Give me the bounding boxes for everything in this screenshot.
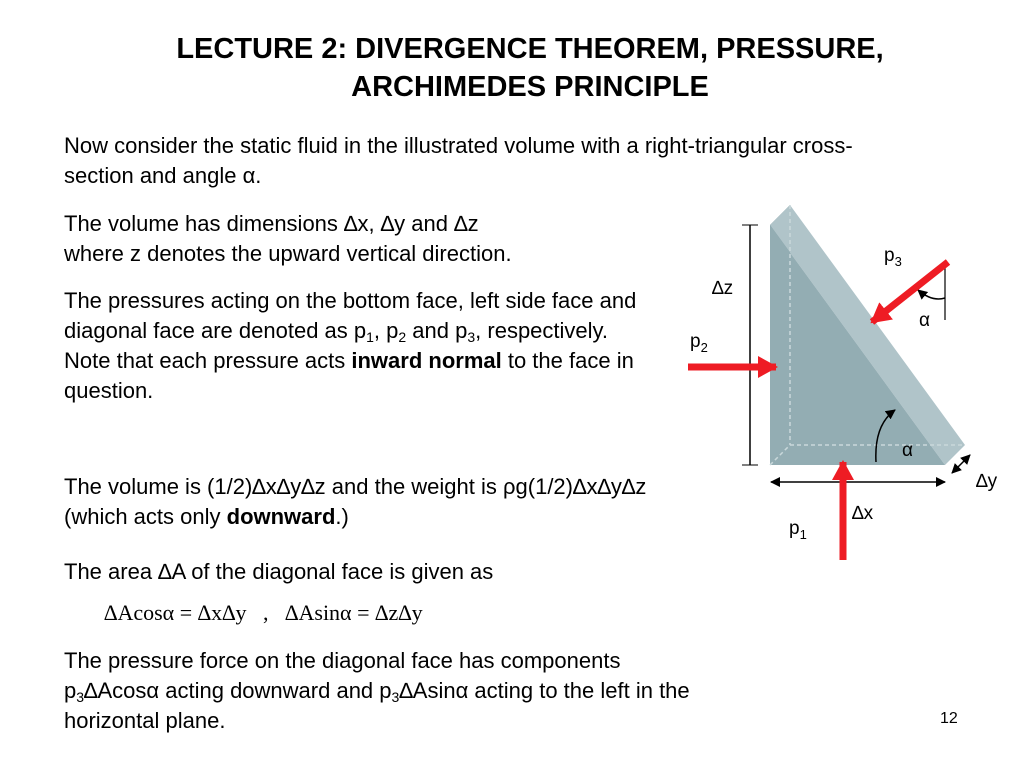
- force-text-a: The pressure force on the diagonal face …: [64, 648, 621, 703]
- alpha-bottom-label: α: [902, 440, 913, 461]
- area-paragraph: The area ∆A of the diagonal face is give…: [64, 559, 494, 584]
- dy-dimension-line: [951, 454, 971, 474]
- pressures-sub-3: 3: [467, 329, 476, 345]
- p3-label: p3: [884, 245, 902, 269]
- force-text-c: ∆Asinα acting to the left in the horizon…: [64, 678, 690, 733]
- volume-text-a: The volume is (1/2)∆x∆y∆z and the weight…: [64, 474, 647, 529]
- p2-label: p2: [690, 331, 708, 355]
- title-line-2: ARCHIMEDES PRINCIPLE: [351, 71, 709, 103]
- alpha-top-label: α: [919, 310, 930, 331]
- pressures-text-b: , p: [373, 318, 399, 343]
- dimensions-line-1: The volume has dimensions ∆x, ∆y and ∆z: [64, 211, 479, 236]
- pressures-text-a: The pressures acting on the bottom face,…: [64, 288, 637, 343]
- formula-cos: ∆Acosα = ∆x∆y: [104, 600, 247, 625]
- formula-separator: ,: [246, 600, 286, 625]
- p3-label-sub: 3: [895, 254, 902, 269]
- dy-label: ∆y: [976, 471, 998, 492]
- pressures-sub-1: 1: [366, 329, 374, 345]
- pressures-sub-2: 2: [398, 329, 407, 345]
- force-sub-2: 3: [391, 689, 400, 705]
- volume-paragraph: The volume is (1/2)∆x∆y∆z and the weight…: [64, 472, 654, 532]
- area-formula: ∆Acosα = ∆x∆y , ∆Asinα = ∆z∆y: [104, 598, 423, 628]
- p2-label-sub: 2: [701, 340, 708, 355]
- prism-hidden-edge-corner: [769, 444, 791, 466]
- prism-diagonal-face: [770, 205, 965, 465]
- p1-label-sub: 1: [800, 527, 807, 542]
- alpha-bottom-arc: [875, 409, 896, 463]
- volume-text-b: .): [335, 504, 349, 529]
- dx-label: ∆x: [852, 503, 874, 524]
- dz-label: ∆z: [712, 278, 733, 299]
- alpha-top-arc: [917, 289, 946, 300]
- formula-sin: ∆Asinα = ∆z∆y: [285, 600, 423, 625]
- pressures-text-d: , respectively. Note that each pressure …: [64, 318, 609, 373]
- force-paragraph: The pressure force on the diagonal face …: [64, 646, 704, 736]
- title-line-1: LECTURE 2: DIVERGENCE THEOREM, PRESSURE,: [176, 33, 884, 65]
- p3-label-main: p: [884, 245, 895, 266]
- force-text-b: ∆Acosα acting downward and p: [84, 678, 392, 703]
- downward-bold: downward: [226, 504, 336, 529]
- pressures-paragraph: The pressures acting on the bottom face,…: [64, 286, 639, 406]
- pressures-text-c: and p: [406, 318, 468, 343]
- prism-front-face: [770, 225, 945, 465]
- p3-arrow: [869, 259, 951, 325]
- dimensions-paragraph: The volume has dimensions ∆x, ∆y and ∆z …: [64, 209, 654, 269]
- pressures-text-e: to the face in question.: [64, 348, 634, 403]
- slide-title: LECTURE 2: DIVERGENCE THEOREM, PRESSURE,…: [60, 30, 1000, 106]
- dimensions-line-2: where z denotes the upward vertical dire…: [64, 241, 512, 266]
- intro-paragraph: Now consider the static fluid in the ill…: [64, 133, 853, 188]
- force-sub-1: 3: [76, 689, 85, 705]
- p1-label: p1: [789, 518, 807, 542]
- p2-label-main: p: [690, 331, 701, 352]
- p1-label-main: p: [789, 518, 800, 539]
- inward-normal-bold: inward normal: [351, 348, 502, 373]
- page-number: 12: [940, 710, 958, 727]
